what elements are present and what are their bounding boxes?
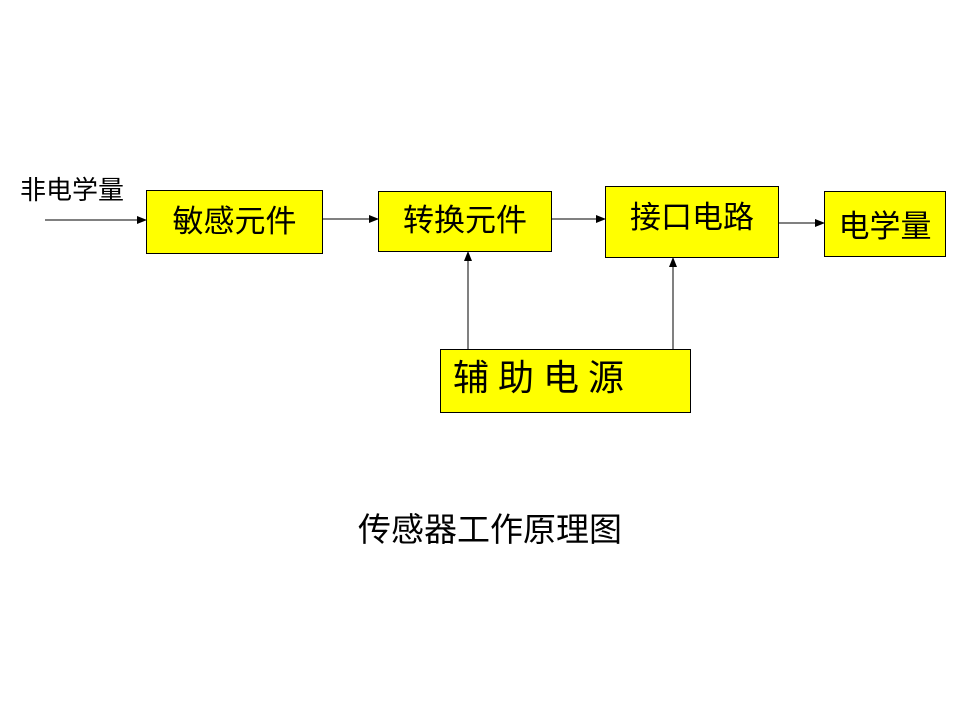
input-label: 非电学量 <box>20 176 125 206</box>
sensing-element-block: 敏感元件 <box>146 190 323 254</box>
electrical-output-block: 电学量 <box>824 191 946 257</box>
conversion-element-block: 转换元件 <box>378 191 552 252</box>
auxiliary-power-block: 辅助电源 <box>440 349 691 413</box>
interface-circuit-block: 接口电路 <box>605 186 779 258</box>
diagram-title: 传感器工作原理图 <box>358 510 622 549</box>
